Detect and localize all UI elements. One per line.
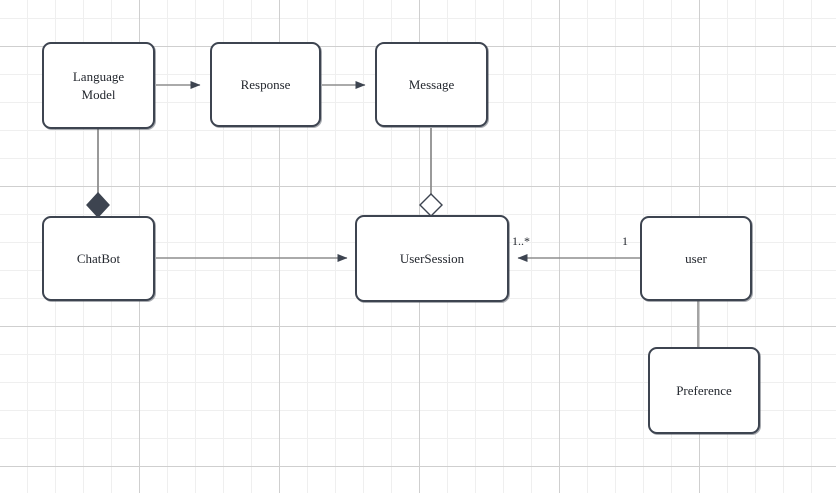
node-label-preference: Preference xyxy=(676,382,732,398)
node-usersession[interactable]: UserSession xyxy=(355,215,509,302)
node-label-user: user xyxy=(685,250,707,266)
node-preference[interactable]: Preference xyxy=(648,347,760,434)
edge-language-model-to-chatbot xyxy=(86,129,110,219)
multiplicity-user-end: 1 xyxy=(622,234,628,248)
node-language-model[interactable]: Language Model xyxy=(42,42,155,129)
node-label-chatbot: ChatBot xyxy=(76,250,121,266)
node-label-language-model: Language Model xyxy=(72,68,125,102)
hollow-diamond-icon xyxy=(419,193,443,217)
node-response[interactable]: Response xyxy=(210,42,321,127)
node-label-response: Response xyxy=(240,76,291,92)
node-message[interactable]: Message xyxy=(375,42,488,127)
node-label-usersession: UserSession xyxy=(399,250,465,266)
node-chatbot[interactable]: ChatBot xyxy=(42,216,155,301)
filled-diamond-icon xyxy=(86,191,110,219)
node-label-message: Message xyxy=(408,76,455,92)
node-user[interactable]: user xyxy=(640,216,752,301)
edge-message-to-usersession xyxy=(419,128,443,217)
multiplicity-usersession-end: 1..* xyxy=(512,234,530,248)
